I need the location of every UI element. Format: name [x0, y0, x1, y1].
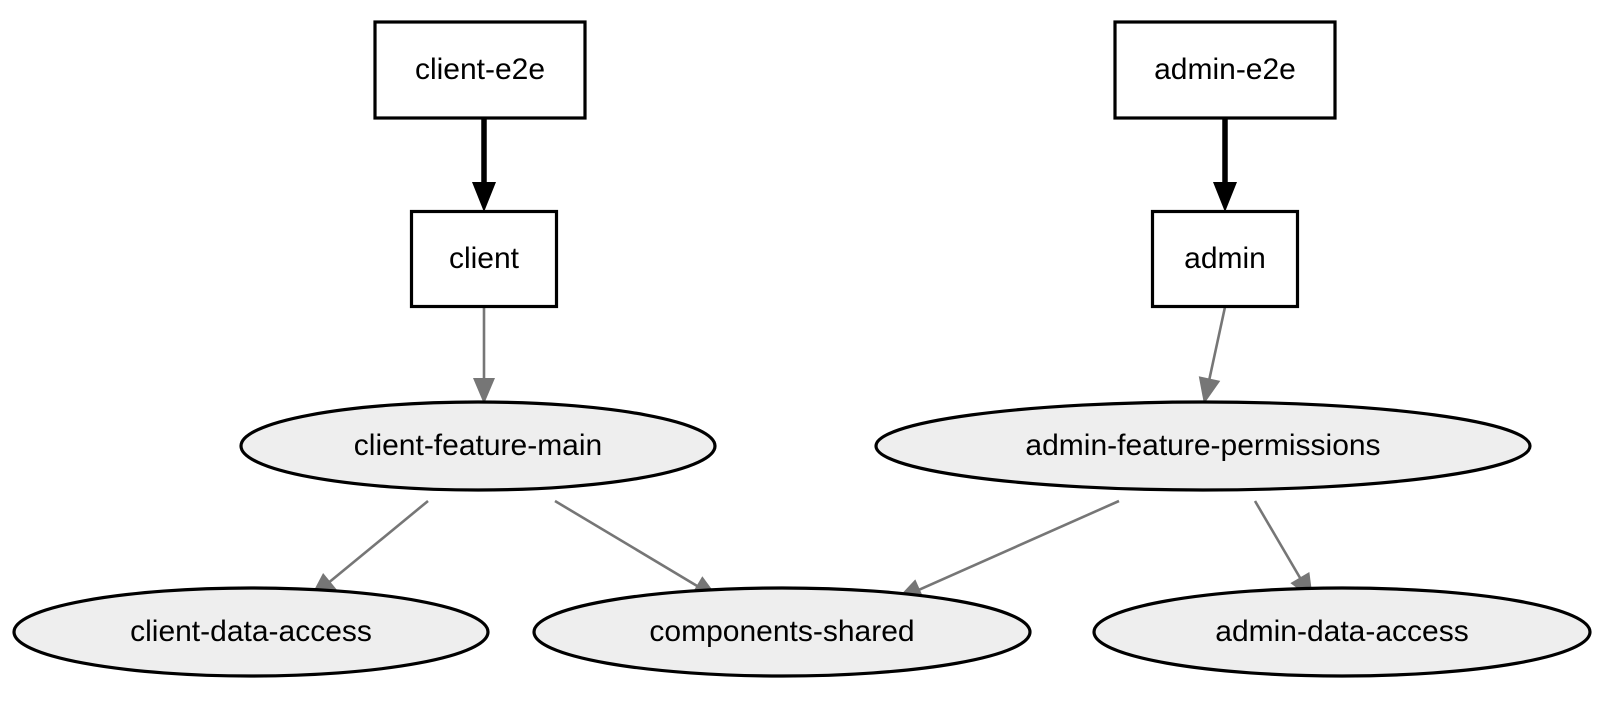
arrowhead-icon: [1213, 182, 1237, 212]
node-label: admin-feature-permissions: [1025, 429, 1380, 462]
edge-line: [1207, 306, 1227, 382]
node-client-feature-main[interactable]: client-feature-main: [239, 400, 717, 492]
node-label: admin-e2e: [1154, 53, 1296, 86]
node-label: components-shared: [649, 615, 914, 648]
edge-line: [554, 499, 700, 589]
node-shape-box[interactable]: [1150, 209, 1300, 309]
edges-layer: [310, 118, 1313, 600]
node-shape-ellipse[interactable]: [532, 586, 1032, 678]
node-label: admin: [1184, 242, 1266, 275]
node-client[interactable]: client: [409, 209, 559, 309]
node-shape-ellipse[interactable]: [1092, 586, 1592, 678]
node-shape-ellipse[interactable]: [874, 400, 1532, 492]
node-label: admin-data-access: [1215, 615, 1468, 648]
node-client-data-access[interactable]: client-data-access: [12, 586, 490, 678]
node-label: client: [449, 242, 520, 275]
nodes-layer: client-e2e client admin-e2e admin client-fea…: [12, 20, 1592, 678]
arrowhead-icon: [1198, 376, 1221, 404]
arrowhead-icon: [472, 182, 496, 212]
edge-client-e2e-to-client: [472, 118, 496, 212]
node-shape-box[interactable]: [373, 20, 587, 120]
node-shape-ellipse[interactable]: [12, 586, 490, 678]
edge-line: [326, 499, 429, 585]
edge-line: [1253, 500, 1303, 581]
edge-admin-e2e-to-admin: [1213, 118, 1237, 212]
node-label: client-e2e: [415, 53, 545, 86]
arrowhead-icon: [473, 378, 495, 404]
node-client-e2e[interactable]: client-e2e: [373, 20, 587, 120]
node-shape-box[interactable]: [409, 209, 559, 309]
edge-admin-feature-permissions-to-components-shared: [896, 499, 1120, 600]
node-label: client-data-access: [130, 615, 372, 648]
node-admin-e2e[interactable]: admin-e2e: [1113, 20, 1337, 120]
node-admin[interactable]: admin: [1150, 209, 1300, 309]
edge-line: [916, 499, 1120, 592]
edge-client-feature-main-to-components-shared: [554, 499, 719, 599]
edge-client-feature-main-to-client-data-access: [310, 499, 429, 598]
node-shape-box[interactable]: [1113, 20, 1337, 120]
node-components-shared[interactable]: components-shared: [532, 586, 1032, 678]
node-admin-data-access[interactable]: admin-data-access: [1092, 586, 1592, 678]
node-shape-ellipse[interactable]: [239, 400, 717, 492]
node-admin-feature-permissions[interactable]: admin-feature-permissions: [874, 400, 1532, 492]
edge-client-to-client-feature-main: [473, 307, 495, 404]
edge-admin-to-admin-feature-permissions: [1198, 306, 1227, 404]
node-label: client-feature-main: [354, 429, 602, 462]
edge-admin-feature-permissions-to-admin-data-access: [1253, 500, 1313, 600]
